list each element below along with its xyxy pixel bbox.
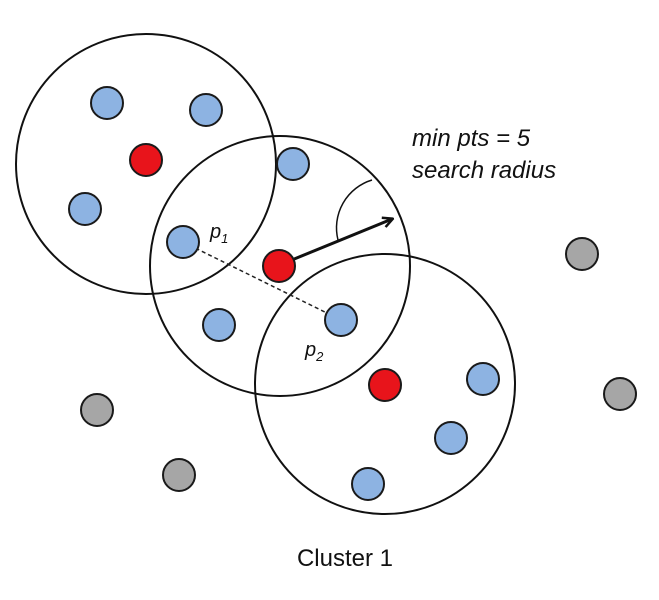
neighborhood-circle-middle bbox=[149, 135, 411, 397]
core-points bbox=[129, 143, 402, 402]
border-point bbox=[466, 362, 500, 396]
search-radius-arrow bbox=[281, 219, 392, 266]
border-point bbox=[276, 147, 310, 181]
p1-p2-dashed-line bbox=[182, 241, 342, 321]
p1-label: p1 bbox=[209, 221, 228, 246]
core-point bbox=[129, 143, 163, 177]
noise-point bbox=[80, 393, 114, 427]
min-pts-label: min pts = 5 bbox=[412, 125, 531, 152]
border-points bbox=[68, 86, 500, 501]
border-point bbox=[202, 308, 236, 342]
p2-label: p2 bbox=[304, 339, 324, 364]
border-point bbox=[351, 467, 385, 501]
p1-label-sub: 1 bbox=[221, 231, 228, 246]
noise-points bbox=[80, 237, 637, 492]
p2-label-sub: 2 bbox=[315, 349, 324, 364]
border-point bbox=[189, 93, 223, 127]
border-point bbox=[90, 86, 124, 120]
core-point bbox=[262, 249, 296, 283]
border-point bbox=[324, 303, 358, 337]
search-radius-label: search radius bbox=[412, 157, 556, 184]
search-radius-arc bbox=[335, 179, 373, 241]
neighborhood-circle-bottom-right bbox=[254, 253, 516, 515]
cluster-caption: Cluster 1 bbox=[297, 545, 393, 572]
border-point bbox=[166, 225, 200, 259]
noise-point bbox=[565, 237, 599, 271]
border-point bbox=[434, 421, 468, 455]
noise-point bbox=[603, 377, 637, 411]
p1-label-base: p bbox=[209, 221, 221, 243]
p2-label-base: p bbox=[304, 339, 316, 361]
core-point bbox=[368, 368, 402, 402]
noise-point bbox=[162, 458, 196, 492]
border-point bbox=[68, 192, 102, 226]
